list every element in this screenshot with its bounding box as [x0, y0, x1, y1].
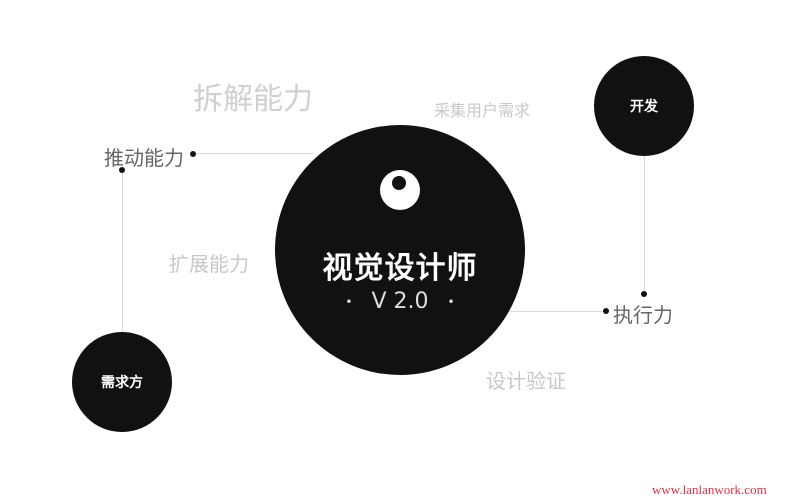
dot-demand: [119, 167, 125, 173]
connector-execute: [500, 311, 606, 312]
center-version-row: • V 2.0 •: [345, 289, 455, 314]
dot-execute: [603, 308, 609, 314]
label-drive: 推动能力: [104, 146, 184, 170]
watermark: www.lanlanwork.com: [652, 482, 767, 497]
label-collect: 采集用户需求: [434, 101, 531, 120]
center-node: 视觉设计师 • V 2.0 •: [275, 125, 525, 375]
label-expand: 扩展能力: [169, 252, 249, 276]
eye-icon: [380, 170, 420, 210]
label-decompose: 拆解能力: [193, 82, 313, 117]
connector-drive: [193, 153, 313, 154]
node-dev: 开发: [594, 56, 694, 156]
dot-dev: [641, 291, 647, 297]
node-demand: 需求方: [72, 332, 172, 432]
center-title: 视觉设计师: [322, 251, 478, 286]
dot-drive: [190, 151, 196, 157]
connector-demand: [122, 170, 123, 335]
center-version: V 2.0: [371, 289, 429, 314]
label-execute: 执行力: [613, 303, 673, 327]
label-verify: 设计验证: [486, 369, 566, 393]
connector-dev: [644, 150, 645, 294]
